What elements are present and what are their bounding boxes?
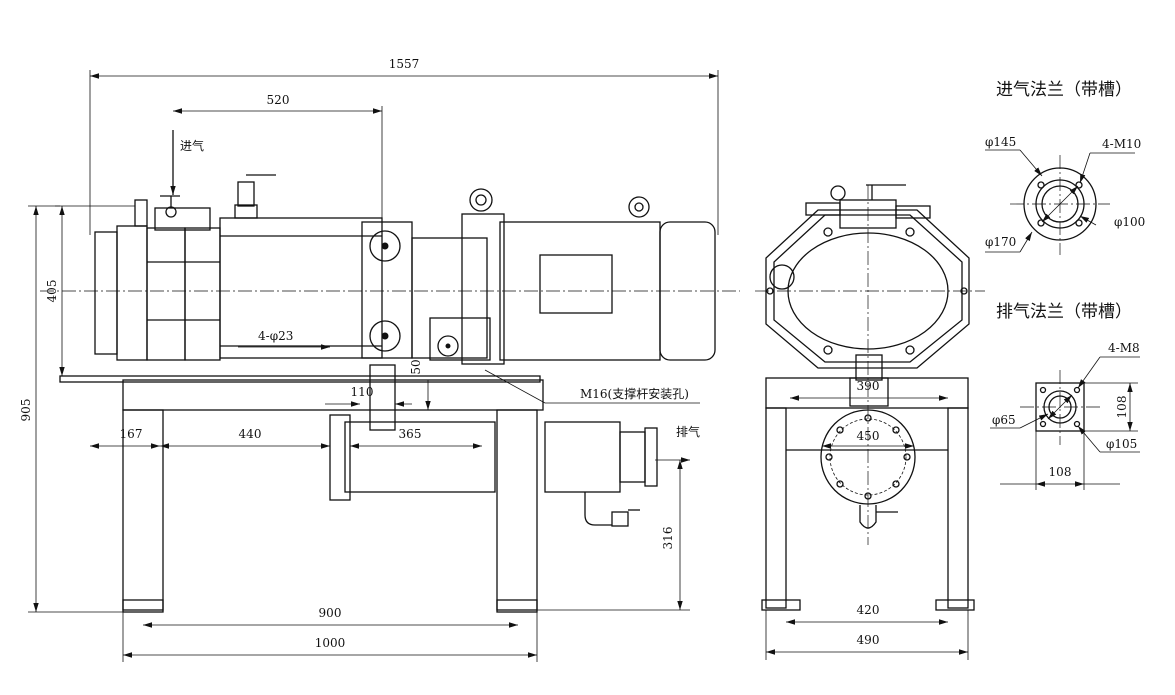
dim-365: 365 bbox=[399, 427, 422, 441]
inlet-flange-bolts: 4-M10 bbox=[1102, 137, 1141, 151]
dim-440: 440 bbox=[239, 427, 262, 441]
outlet-flange-detail: 排气法兰（带槽） 4-M8 108 φ65 φ105 108 bbox=[990, 302, 1140, 490]
outlet-label: 排气 bbox=[676, 424, 700, 439]
dim-900: 900 bbox=[319, 606, 342, 620]
outlet-flange-id: φ65 bbox=[992, 413, 1016, 427]
dim-450: 450 bbox=[857, 429, 880, 443]
dim-110: 110 bbox=[351, 385, 374, 399]
inlet-flange-detail: 进气法兰（带槽） φ145 4-M10 φ170 φ100 bbox=[985, 80, 1145, 255]
hole-spec-label: 4-φ23 bbox=[258, 329, 293, 343]
dim-420: 420 bbox=[857, 603, 880, 617]
support-hole-label: M16(支撑杆安装孔) bbox=[580, 386, 689, 401]
inlet-flange-pcd: φ170 bbox=[985, 235, 1016, 249]
dim-height-905: 905 bbox=[19, 399, 33, 422]
inlet-flange-title: 进气法兰（带槽） bbox=[996, 80, 1132, 100]
dim-50: 50 bbox=[409, 359, 423, 374]
dim-316: 316 bbox=[661, 527, 675, 550]
dim-inlet-offset: 520 bbox=[267, 93, 290, 107]
end-view: 390 450 420 490 bbox=[755, 184, 985, 660]
dim-overall-length: 1557 bbox=[389, 57, 420, 71]
dim-390: 390 bbox=[857, 379, 880, 393]
inlet-flange-od: φ145 bbox=[985, 135, 1016, 149]
outlet-flange-title: 排气法兰（带槽） bbox=[996, 302, 1132, 322]
dim-490: 490 bbox=[857, 633, 880, 647]
dim-167: 167 bbox=[120, 427, 143, 441]
outlet-flange-height: 108 bbox=[1115, 396, 1129, 419]
dim-1000: 1000 bbox=[315, 636, 346, 650]
dim-height-405: 405 bbox=[45, 280, 59, 303]
outlet-flange-bolts: 4-M8 bbox=[1108, 341, 1140, 355]
inlet-label: 进气 bbox=[180, 138, 204, 153]
outlet-flange-width: 108 bbox=[1049, 465, 1072, 479]
outlet-flange-od: φ105 bbox=[1106, 437, 1137, 451]
inlet-flange-id: φ100 bbox=[1114, 215, 1145, 229]
side-view: 1557 520 405 905 4-φ23 110 50 167 440 36… bbox=[19, 57, 740, 662]
